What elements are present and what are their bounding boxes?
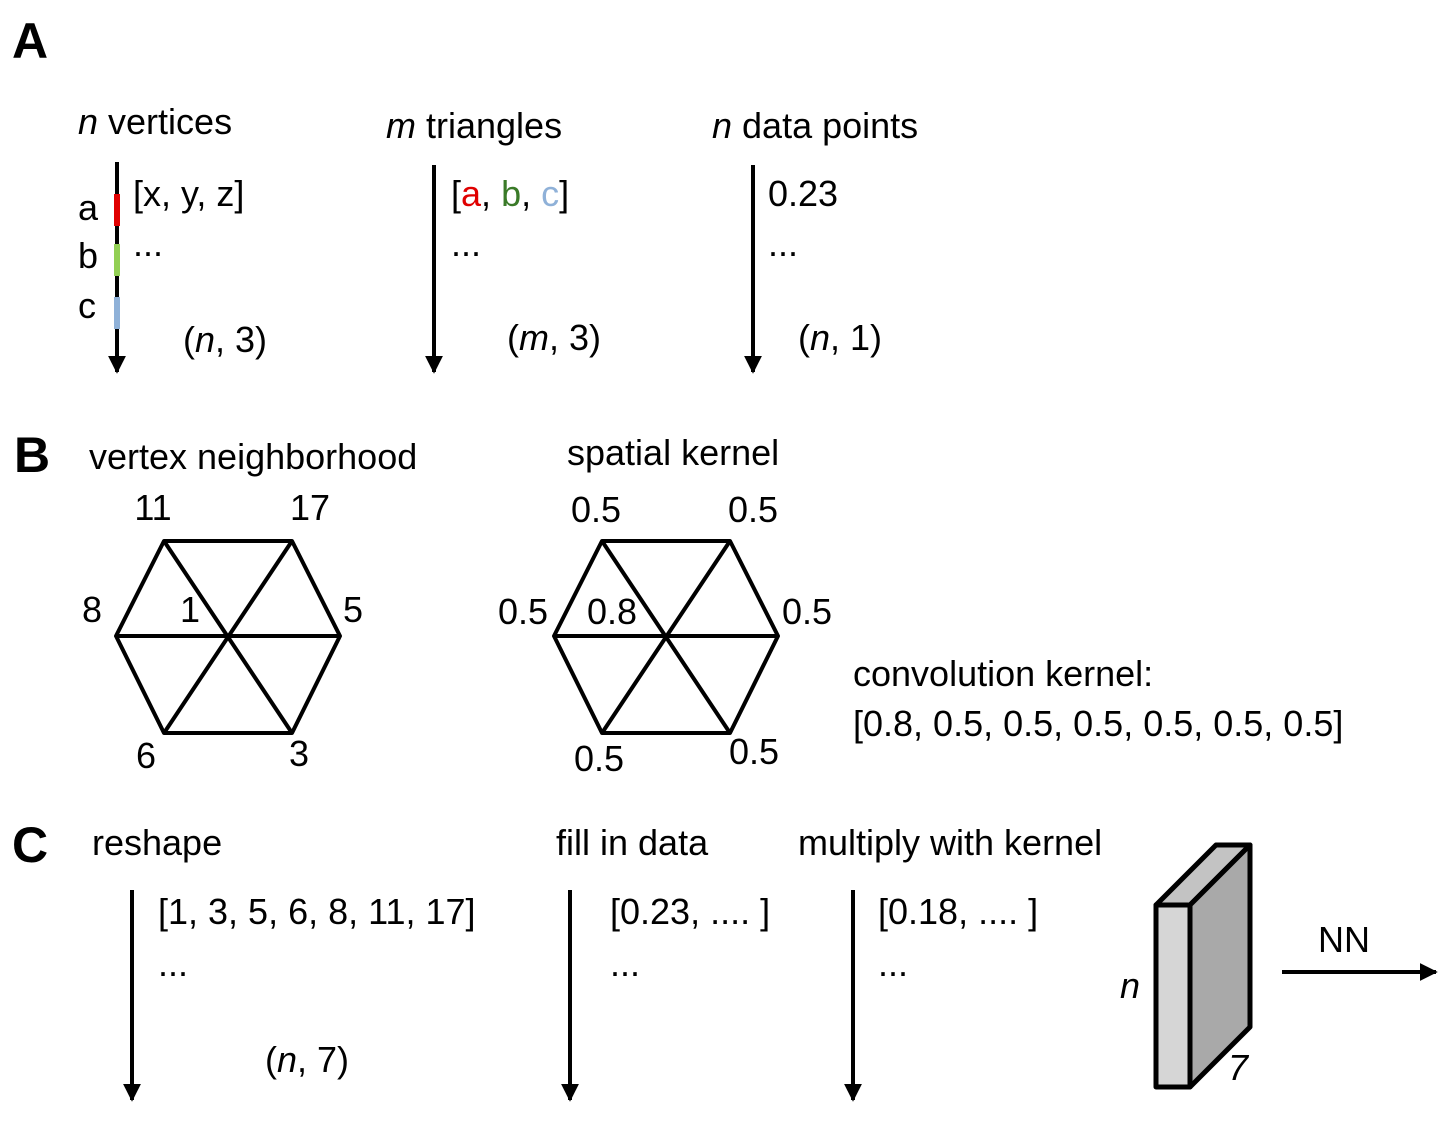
- vertex-label-b: b: [78, 235, 98, 276]
- vertex-label-a: a: [78, 187, 99, 228]
- vertices-array: n vertices a b c [x, y, z] ... (n, 3): [78, 101, 267, 374]
- kernel-weight-bottom-right: 0.5: [729, 731, 779, 772]
- multiply-kernel-step: multiply with kernel [0.18, .... ] ...: [798, 822, 1102, 1102]
- reshape-step: reshape [1, 3, 5, 6, 8, 11, 17] ... (n, …: [92, 822, 476, 1102]
- data-points-title: n data points: [712, 105, 918, 146]
- vertex-label-c: c: [78, 285, 96, 326]
- block-front-face: [1153, 902, 1193, 1090]
- neighbor-label-top-left: 11: [134, 487, 171, 528]
- vertices-ellipsis: ...: [133, 223, 163, 264]
- neighbor-label-bottom-left: 6: [136, 735, 156, 776]
- fill-data-step: fill in data [0.23, .... ] ...: [556, 822, 770, 1102]
- vertices-title: n vertices: [78, 101, 232, 142]
- reshape-row-value: [1, 3, 5, 6, 8, 11, 17]: [158, 891, 476, 932]
- vertex-neighborhood: vertex neighborhood 11 17 8 1 5 6 3: [82, 436, 417, 776]
- block-height-label: n: [1120, 965, 1140, 1006]
- triangles-row-value: [a, b, c]: [451, 173, 569, 214]
- neighborhood-mesh: [114, 539, 342, 735]
- neighbor-label-bottom-right: 3: [289, 733, 309, 774]
- multiply-kernel-row-value: [0.18, .... ]: [878, 891, 1038, 932]
- multiply-kernel-ellipsis: ...: [878, 943, 908, 984]
- fill-data-ellipsis: ...: [610, 943, 640, 984]
- neighbor-label-left: 8: [82, 589, 102, 630]
- kernel-weight-left: 0.5: [498, 591, 548, 632]
- reshape-title: reshape: [92, 822, 222, 863]
- convolution-kernel-title: convolution kernel:: [853, 653, 1153, 694]
- feature-block: [1153, 842, 1253, 1090]
- kernel-weight-bottom-left: 0.5: [574, 738, 624, 779]
- triangles-array: m triangles [a, b, c] ... (m, 3): [386, 105, 601, 374]
- kernel-weight-top-right: 0.5: [728, 489, 778, 530]
- panel-b-letter: B: [14, 427, 50, 483]
- panel-c-letter: C: [12, 817, 48, 873]
- neighbor-label-center: 1: [180, 589, 200, 630]
- triangles-title: m triangles: [386, 105, 562, 146]
- neighborhood-title: vertex neighborhood: [89, 436, 417, 477]
- kernel-weight-top-left: 0.5: [571, 489, 621, 530]
- spatial-kernel-title: spatial kernel: [567, 432, 779, 473]
- reshape-ellipsis: ...: [158, 943, 188, 984]
- fill-data-title: fill in data: [556, 822, 709, 863]
- nn-label: NN: [1318, 919, 1370, 960]
- panel-c: C reshape [1, 3, 5, 6, 8, 11, 17] ... (n…: [12, 817, 1438, 1102]
- neighbor-label-right: 5: [343, 589, 363, 630]
- convolution-kernel-values: [0.8, 0.5, 0.5, 0.5, 0.5, 0.5, 0.5]: [853, 703, 1343, 744]
- panel-a-letter: A: [12, 13, 48, 69]
- vertices-row-value: [x, y, z]: [133, 173, 244, 214]
- data-points-shape: (n, 1): [798, 317, 882, 358]
- block-width-label: 7: [1228, 1047, 1250, 1088]
- spatial-kernel: spatial kernel 0.5 0.5 0.5 0.8 0.5 0.5 0…: [498, 432, 832, 779]
- spatial-kernel-mesh: [552, 539, 780, 735]
- reshape-shape: (n, 7): [265, 1039, 349, 1080]
- panel-b: B vertex neighborhood 11 17 8 1 5 6 3 sp…: [14, 427, 1343, 779]
- kernel-weight-center: 0.8: [587, 591, 637, 632]
- data-points-row-value: 0.23: [768, 173, 838, 214]
- neighbor-label-top-right: 17: [290, 487, 330, 528]
- triangles-ellipsis: ...: [451, 223, 481, 264]
- panel-a: A n vertices a b c [x, y, z] ... (n, 3) …: [12, 13, 918, 374]
- vertices-shape: (n, 3): [183, 319, 267, 360]
- data-points-array: n data points 0.23 ... (n, 1): [712, 105, 918, 374]
- multiply-kernel-title: multiply with kernel: [798, 822, 1102, 863]
- kernel-weight-right: 0.5: [782, 591, 832, 632]
- data-points-ellipsis: ...: [768, 223, 798, 264]
- fill-data-row-value: [0.23, .... ]: [610, 891, 770, 932]
- neighborhood-edge-diagonal-2: [162, 539, 294, 735]
- spatial-edge-diagonal-2: [600, 539, 732, 735]
- triangles-shape: (m, 3): [507, 317, 601, 358]
